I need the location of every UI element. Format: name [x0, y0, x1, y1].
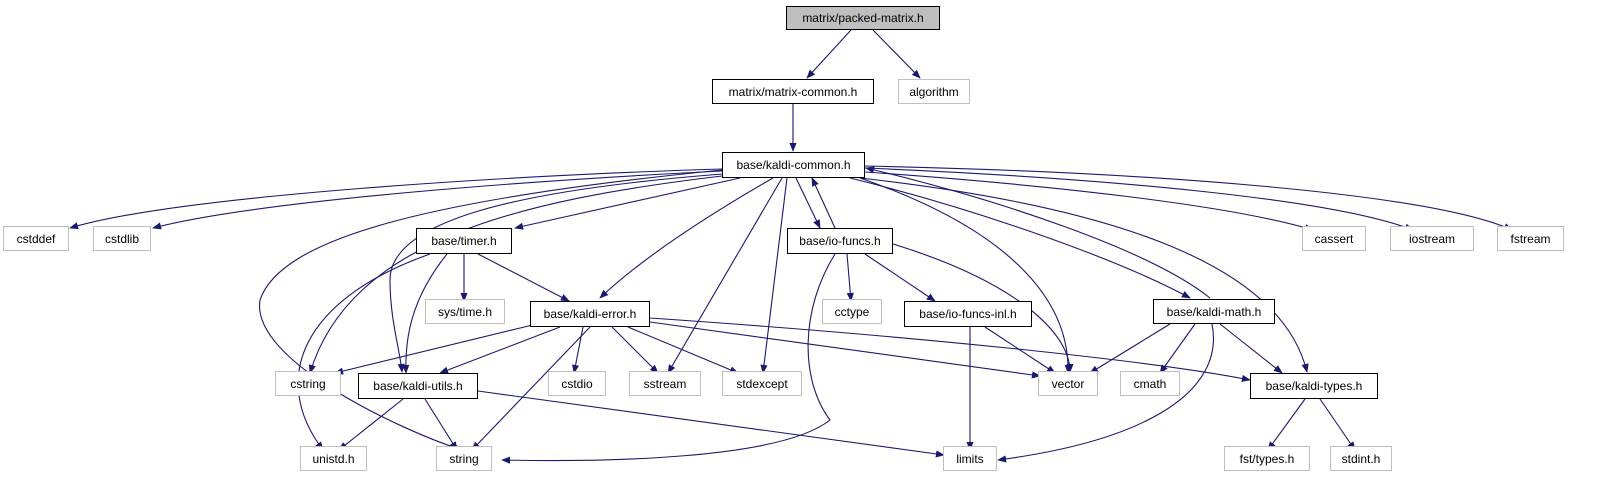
- edge-kaldi-error-to-cstdio: [572, 326, 584, 374]
- node-limits: limits: [943, 446, 997, 471]
- edge-kaldi-common-to-sstream: [667, 177, 783, 374]
- node-kaldi-common[interactable]: base/kaldi-common.h: [722, 152, 865, 178]
- edge-kaldi-error-to-stdexcept: [627, 326, 739, 374]
- edge-kaldi-common-to-stdexcept: [760, 177, 788, 374]
- node-iostream: iostream: [1390, 226, 1474, 251]
- edge-kaldi-common-to-cstdlib: [152, 170, 723, 230]
- node-cstddef: cstddef: [3, 226, 69, 251]
- edge-io-funcs-to-io-funcs-inl: [864, 253, 936, 302]
- edge-kaldi-math-to-kaldi-types: [1219, 323, 1283, 374]
- node-algorithm: algorithm: [898, 79, 970, 104]
- edge-kaldi-math-to-vector: [1089, 323, 1171, 374]
- edge-io-funcs-to-kaldi-common: [811, 177, 836, 229]
- edge-timer-to-kaldi-utils: [402, 253, 448, 374]
- node-kaldi-math[interactable]: base/kaldi-math.h: [1153, 299, 1275, 324]
- node-timer[interactable]: base/timer.h: [416, 228, 512, 254]
- edge-kaldi-common-to-kaldi-utils: [389, 173, 723, 373]
- edge-kaldi-common-to-io-funcs: [795, 177, 821, 229]
- node-cstdio: cstdio: [548, 371, 606, 396]
- node-cmath: cmath: [1120, 371, 1180, 396]
- node-cassert: cassert: [1302, 226, 1366, 251]
- node-matrix-common[interactable]: matrix/matrix-common.h: [712, 79, 874, 104]
- edge-kaldi-math-to-kaldi-common: [865, 166, 1211, 299]
- node-fst-types: fst/types.h: [1224, 446, 1310, 471]
- node-string: string: [436, 446, 492, 471]
- edge-kaldi-common-to-kaldi-types: [859, 177, 1309, 373]
- node-io-funcs-inl[interactable]: base/io-funcs-inl.h: [904, 301, 1032, 327]
- edge-kaldi-error-to-kaldi-types: [649, 317, 1251, 382]
- edge-kaldi-error-to-vector: [649, 321, 1041, 379]
- edge-io-funcs-to-string: [501, 253, 836, 464]
- edge-kaldi-utils-to-limits: [477, 390, 945, 458]
- node-fstream: fstream: [1497, 226, 1564, 251]
- edge-kaldi-utils-to-string: [424, 398, 458, 451]
- edge-kaldi-common-to-cassert: [864, 171, 1314, 232]
- node-unistd: unistd.h: [300, 446, 367, 471]
- node-stdint: stdint.h: [1330, 446, 1392, 471]
- edge-timer-to-kaldi-error: [477, 253, 570, 302]
- edge-io-funcs-to-cctype: [846, 253, 854, 302]
- node-stdexcept: stdexcept: [722, 371, 802, 396]
- edge-packed-to-algorithm: [872, 29, 921, 79]
- node-cstring: cstring: [275, 371, 341, 396]
- edge-kaldi-types-to-fst-types: [1267, 398, 1306, 451]
- edge-kaldi-error-to-kaldi-utils: [439, 326, 561, 374]
- edge-kaldi-common-to-string: [259, 169, 723, 451]
- edge-packed-to-matrix-common: [806, 29, 852, 79]
- edge-kaldi-common-to-cstddef: [69, 168, 723, 230]
- edge-timer-to-unistd: [297, 253, 431, 451]
- edge-kaldi-common-to-fstream: [864, 165, 1513, 231]
- node-packed-matrix: matrix/packed-matrix.h: [786, 6, 940, 30]
- edge-kaldi-math-to-limits: [997, 323, 1214, 463]
- node-cctype: cctype: [822, 299, 882, 324]
- node-cstdlib: cstdlib: [93, 226, 151, 251]
- node-sys-time: sys/time.h: [425, 299, 505, 324]
- node-kaldi-error[interactable]: base/kaldi-error.h: [530, 301, 650, 327]
- edge-kaldi-common-to-iostream: [864, 167, 1414, 231]
- edge-kaldi-error-to-sstream: [611, 326, 659, 374]
- node-kaldi-types[interactable]: base/kaldi-types.h: [1250, 373, 1378, 399]
- edge-kaldi-error-to-string: [471, 326, 591, 451]
- edge-io-funcs-inl-to-vector: [984, 326, 1056, 374]
- edge-kaldi-error-to-cstring: [334, 321, 546, 375]
- edge-kaldi-common-to-kaldi-error: [599, 177, 774, 299]
- node-io-funcs[interactable]: base/io-funcs.h: [787, 228, 893, 254]
- node-sstream: sstream: [629, 371, 701, 396]
- edge-kaldi-common-to-vector: [859, 177, 1072, 374]
- edge-kaldi-types-to-stdint: [1319, 398, 1356, 451]
- edge-kaldi-common-to-timer: [514, 177, 741, 230]
- edge-kaldi-utils-to-unistd: [338, 398, 404, 451]
- node-vector: vector: [1038, 371, 1098, 396]
- edge-kaldi-math-to-cmath: [1159, 323, 1196, 374]
- node-kaldi-utils[interactable]: base/kaldi-utils.h: [358, 373, 478, 399]
- edge-kaldi-common-to-kaldi-math: [849, 177, 1191, 299]
